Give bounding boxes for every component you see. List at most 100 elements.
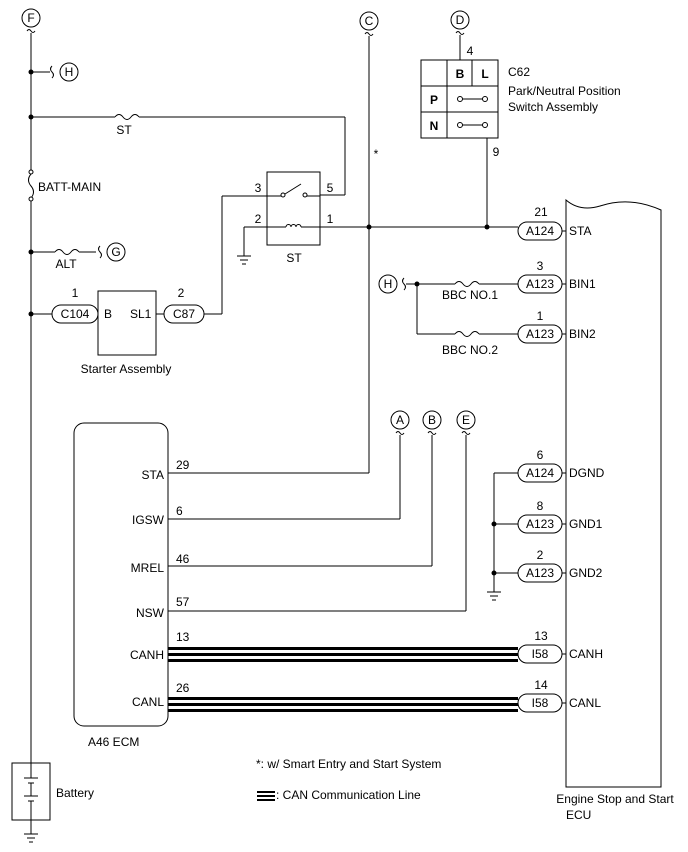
fuse-st-icon xyxy=(114,114,140,120)
c62-name-line2: Switch Assembly xyxy=(508,100,598,114)
svg-text:14: 14 xyxy=(534,678,548,692)
svg-text:A123: A123 xyxy=(526,566,554,580)
ecu-title-line2: ECU xyxy=(566,808,591,822)
ref-a-label: A xyxy=(396,413,404,427)
c62-col-b: B xyxy=(456,67,465,81)
relay-coil-icon xyxy=(285,224,302,228)
svg-text:3: 3 xyxy=(537,259,544,273)
relay-pin-3: 3 xyxy=(255,181,262,195)
ecu-pin-bin1: A123 3 BIN1 xyxy=(517,259,596,294)
ref-b-circle xyxy=(422,410,442,430)
starter-assembly-box xyxy=(97,290,157,356)
c62-pin-4: 4 xyxy=(467,44,474,58)
ecu-box xyxy=(565,198,662,788)
ecm-pin-canl-num: 26 xyxy=(176,681,190,695)
ref-c-label: C xyxy=(365,14,374,28)
ref-c-circle xyxy=(359,11,379,31)
ecm-pin-mrel-num: 46 xyxy=(176,552,190,566)
svg-text:21: 21 xyxy=(534,205,548,219)
svg-text:GND1: GND1 xyxy=(569,517,603,531)
ecm-pin-igsw-name: IGSW xyxy=(132,513,165,527)
svg-text:DGND: DGND xyxy=(569,466,605,480)
ref-d-circle xyxy=(450,10,470,30)
svg-text:2: 2 xyxy=(537,548,544,562)
svg-text:I58: I58 xyxy=(532,647,549,661)
ecm-pin-sta-name: STA xyxy=(142,468,164,482)
ref-h-circle xyxy=(59,62,79,82)
fuse-bbc1-label: BBC NO.1 xyxy=(442,288,498,302)
ecm-pin-canl-name: CANL xyxy=(132,695,164,709)
fuse-bbc2-label: BBC NO.2 xyxy=(442,343,498,357)
relay-switch-icon xyxy=(284,183,302,195)
fuse-bbc2-icon xyxy=(454,331,480,337)
fuse-bbc1-icon xyxy=(454,281,480,287)
ref-h2-circle xyxy=(378,274,398,294)
svg-text:CANH: CANH xyxy=(569,647,603,661)
fuse-alt-label: ALT xyxy=(55,257,77,271)
fuse-batt-main-icon xyxy=(28,173,34,199)
ref-g-circle xyxy=(106,242,126,262)
ecm-pin-nsw-name: NSW xyxy=(136,606,165,620)
ecm-pin-canh-name: CANH xyxy=(130,648,164,662)
svg-text:I58: I58 xyxy=(532,696,549,710)
ref-b-label: B xyxy=(428,413,436,427)
c62-connector-label: C62 xyxy=(508,65,530,79)
note-can-line: : CAN Communication Line xyxy=(276,788,421,802)
ecm-pin-nsw-num: 57 xyxy=(176,595,190,609)
battery-label: Battery xyxy=(56,786,94,800)
st-relay-box xyxy=(266,171,321,246)
c62-pin-9: 9 xyxy=(493,145,500,159)
starter-pin-sl1: SL1 xyxy=(130,307,152,321)
ref-f-circle xyxy=(21,8,41,28)
starter-assembly-label: Starter Assembly xyxy=(81,362,172,376)
starter-pin-b: B xyxy=(104,307,112,321)
ecu-pin-gnd1: A123 8 GND1 xyxy=(517,499,603,534)
ref-h-label: H xyxy=(65,65,74,79)
ecm-label: A46 ECM xyxy=(88,735,139,749)
ecu-pin-gnd2: A123 2 GND2 xyxy=(517,548,603,583)
c62-name-line1: Park/Neutral Position xyxy=(508,84,621,98)
ecm-pin-canh-num: 13 xyxy=(176,630,190,644)
svg-text:A124: A124 xyxy=(526,466,554,480)
c62-row-n: N xyxy=(430,119,439,133)
svg-text:GND2: GND2 xyxy=(569,566,603,580)
st-relay-label: ST xyxy=(286,251,302,265)
svg-text:STA: STA xyxy=(569,224,591,238)
ref-a-circle xyxy=(390,410,410,430)
can-legend-icon xyxy=(257,791,275,801)
ecm-box xyxy=(73,422,169,727)
asterisk-mark: * xyxy=(374,147,379,161)
ecu-pin-dgnd: A124 6 DGND xyxy=(517,448,605,483)
svg-text:1: 1 xyxy=(537,309,544,323)
svg-text:A124: A124 xyxy=(526,224,554,238)
can-l-line xyxy=(168,697,518,712)
ref-e-label: E xyxy=(462,413,470,427)
relay-pin-1: 1 xyxy=(327,212,334,226)
svg-text:13: 13 xyxy=(534,629,548,643)
ecu-title-line1: Engine Stop and Start xyxy=(556,792,674,806)
svg-text:A123: A123 xyxy=(526,277,554,291)
pin-c104-number: 1 xyxy=(72,286,79,300)
svg-text:CANL: CANL xyxy=(569,696,601,710)
ecm-pin-sta-num: 29 xyxy=(176,458,190,472)
relay-pin-5: 5 xyxy=(327,181,334,195)
ref-e-circle xyxy=(456,410,476,430)
svg-text:8: 8 xyxy=(537,499,544,513)
pin-c87-number: 2 xyxy=(178,286,185,300)
c62-col-l: L xyxy=(481,67,488,81)
ecm-pin-igsw-num: 6 xyxy=(176,504,183,518)
svg-text:BIN2: BIN2 xyxy=(569,327,596,341)
relay-pin-2: 2 xyxy=(255,212,262,226)
connector-c104-label: C104 xyxy=(61,307,90,321)
ecu-pin-canl: I58 14 CANL xyxy=(517,678,601,713)
connector-c87-label: C87 xyxy=(173,307,195,321)
ref-d-label: D xyxy=(456,13,465,27)
ecu-pin-sta: A124 21 STA xyxy=(517,205,591,241)
can-h-line xyxy=(168,647,518,662)
note-smart-entry: *: w/ Smart Entry and Start System xyxy=(256,757,441,771)
fuse-batt-main-label: BATT-MAIN xyxy=(38,180,101,194)
fuse-alt-icon xyxy=(54,249,80,255)
ecm-pin-mrel-name: MREL xyxy=(131,561,165,575)
ref-g-label: G xyxy=(111,245,120,259)
